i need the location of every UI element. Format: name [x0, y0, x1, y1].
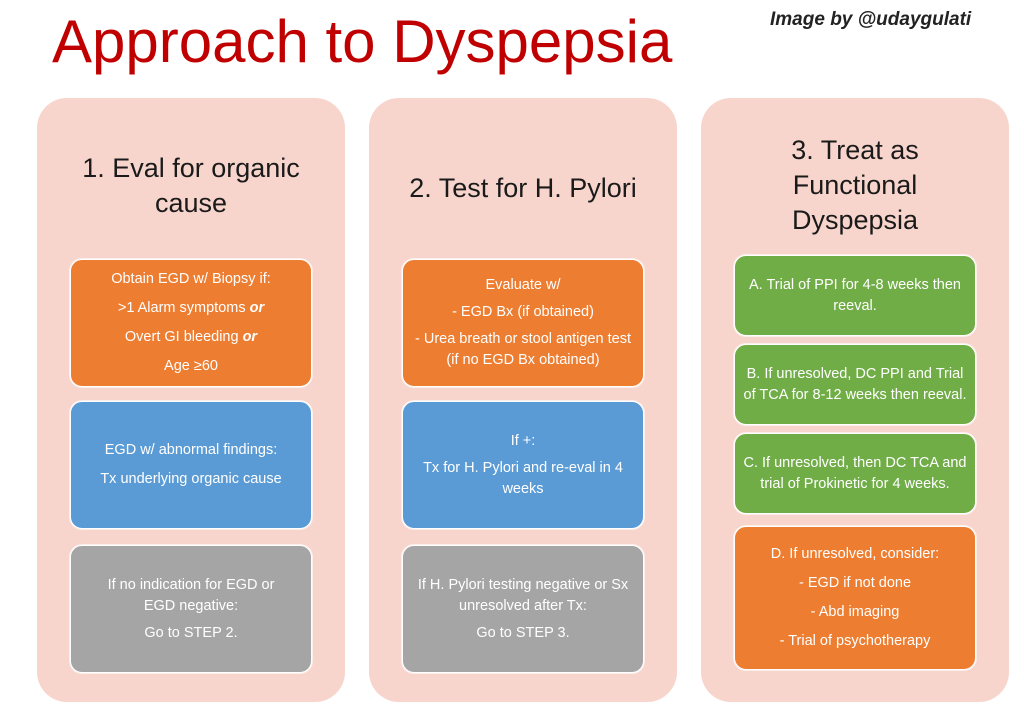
go-to-step-2-box: If no indication for EGD or EGD negative…	[70, 545, 312, 673]
prokinetic-trial-box: C. If unresolved, then DC TCA and trial …	[734, 433, 976, 514]
column-title: 1. Eval for organic cause	[82, 153, 300, 218]
further-options-box: D. If unresolved, consider: - EGD if not…	[734, 526, 976, 670]
column-step-3: 3. Treat as Functional Dyspepsia A. Tria…	[701, 98, 1009, 702]
page-title: Approach to Dyspepsia	[52, 8, 673, 75]
hpylori-evaluation-box: Evaluate w/ - EGD Bx (if obtained) - Ure…	[402, 259, 644, 387]
column-step-1: 1. Eval for organic cause Obtain EGD w/ …	[37, 98, 345, 702]
go-to-step-3-box: If H. Pylori testing negative or Sx unre…	[402, 545, 644, 673]
image-credit: Image by @udaygulati	[770, 9, 972, 30]
egd-biopsy-criteria-box: Obtain EGD w/ Biopsy if: >1 Alarm sympto…	[70, 259, 312, 387]
column-title: 3. Treat as Functional Dyspepsia	[791, 134, 919, 235]
hpylori-positive-box: If +: Tx for H. Pylori and re-eval in 4 …	[402, 401, 644, 529]
tca-trial-box: B. If unresolved, DC PPI and Trial of TC…	[734, 344, 976, 425]
column-title: 2. Test for H. Pylori	[409, 172, 637, 203]
abnormal-findings-box: EGD w/ abnormal findings: Tx underlying …	[70, 401, 312, 529]
ppi-trial-box: A. Trial of PPI for 4-8 weeks then reeva…	[734, 255, 976, 336]
column-step-2: 2. Test for H. Pylori Evaluate w/ - EGD …	[369, 98, 677, 702]
